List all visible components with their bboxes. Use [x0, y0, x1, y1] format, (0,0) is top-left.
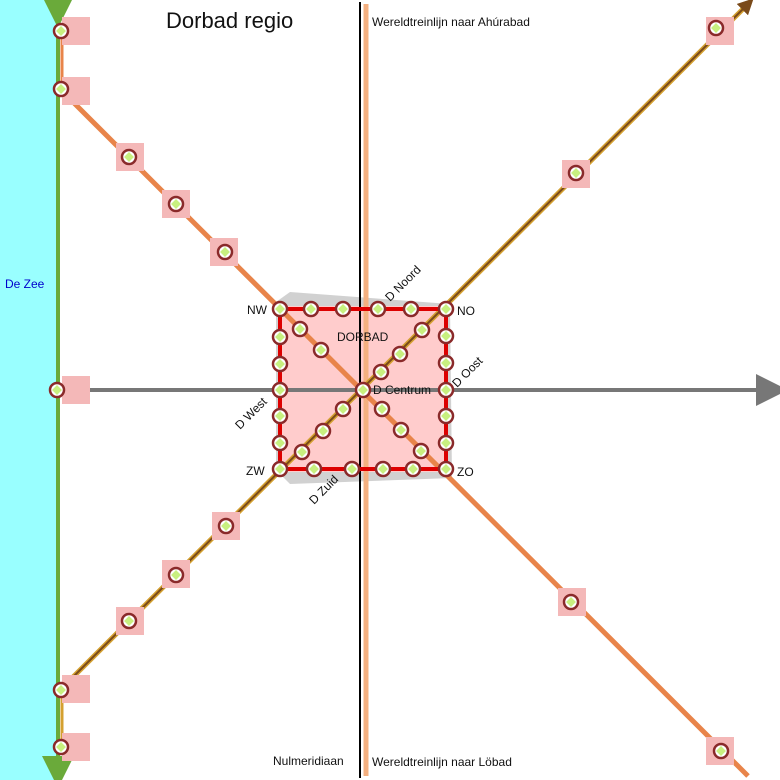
station-marker[interactable]	[52, 80, 70, 98]
station-label-west: D West	[232, 394, 270, 432]
station-marker[interactable]	[373, 400, 391, 418]
station-marker[interactable]	[392, 421, 410, 439]
station-label-noord: D Noord	[382, 263, 423, 304]
station-halos	[62, 17, 734, 765]
station-marker[interactable]	[271, 300, 289, 318]
station-marker[interactable]	[374, 460, 392, 478]
station-marker[interactable]	[437, 354, 455, 372]
station-marker[interactable]	[334, 400, 352, 418]
station-label-nw: NW	[247, 303, 268, 317]
station-marker[interactable]	[48, 381, 66, 399]
station-marker[interactable]	[271, 328, 289, 346]
world-line-north-label: Wereldtreinlijn naar Ahúrabad	[372, 15, 530, 29]
station-marker[interactable]	[314, 422, 332, 440]
station-label-zo: ZO	[457, 465, 474, 479]
station-marker[interactable]	[271, 355, 289, 373]
station-marker[interactable]	[412, 442, 430, 460]
station-marker[interactable]	[291, 320, 309, 338]
city-label: DORBAD	[337, 330, 389, 344]
station-marker[interactable]	[437, 407, 455, 425]
station-marker[interactable]	[413, 321, 431, 339]
station-marker[interactable]	[120, 612, 138, 630]
station-marker[interactable]	[52, 681, 70, 699]
station-marker[interactable]	[437, 460, 455, 478]
station-marker[interactable]	[167, 566, 185, 584]
station-marker[interactable]	[354, 381, 372, 399]
station-marker[interactable]	[437, 434, 455, 452]
station-marker[interactable]	[334, 300, 352, 318]
station-marker[interactable]	[707, 19, 725, 37]
station-marker[interactable]	[437, 381, 455, 399]
station-marker[interactable]	[402, 300, 420, 318]
station-marker[interactable]	[52, 738, 70, 756]
station-marker[interactable]	[369, 300, 387, 318]
stations-layer	[48, 19, 730, 760]
sea-label: De Zee	[5, 277, 45, 291]
station-marker[interactable]	[216, 243, 234, 261]
station-marker[interactable]	[302, 300, 320, 318]
station-marker[interactable]	[312, 341, 330, 359]
station-label-oost: D Oost	[449, 353, 486, 390]
map-title: Dorbad regio	[166, 8, 293, 33]
station-marker[interactable]	[712, 742, 730, 760]
station-label-no: NO	[457, 304, 475, 318]
station-marker[interactable]	[437, 300, 455, 318]
station-marker[interactable]	[567, 164, 585, 182]
station-marker[interactable]	[404, 460, 422, 478]
station-marker[interactable]	[437, 327, 455, 345]
station-marker[interactable]	[120, 148, 138, 166]
station-marker[interactable]	[372, 363, 390, 381]
station-marker[interactable]	[271, 434, 289, 452]
station-label-centrum: D Centrum	[373, 383, 431, 397]
station-marker[interactable]	[271, 407, 289, 425]
station-marker[interactable]	[271, 381, 289, 399]
station-marker[interactable]	[52, 22, 70, 40]
station-marker[interactable]	[343, 460, 361, 478]
station-marker[interactable]	[293, 443, 311, 461]
station-marker[interactable]	[562, 593, 580, 611]
meridian-label: Nulmeridiaan	[273, 754, 344, 768]
station-marker[interactable]	[217, 517, 235, 535]
station-marker[interactable]	[167, 195, 185, 213]
station-marker[interactable]	[391, 345, 409, 363]
station-label-zw: ZW	[246, 464, 265, 478]
station-marker[interactable]	[271, 460, 289, 478]
world-line-south-label: Wereldtreinlijn naar Löbad	[372, 755, 512, 769]
station-marker[interactable]	[305, 460, 323, 478]
